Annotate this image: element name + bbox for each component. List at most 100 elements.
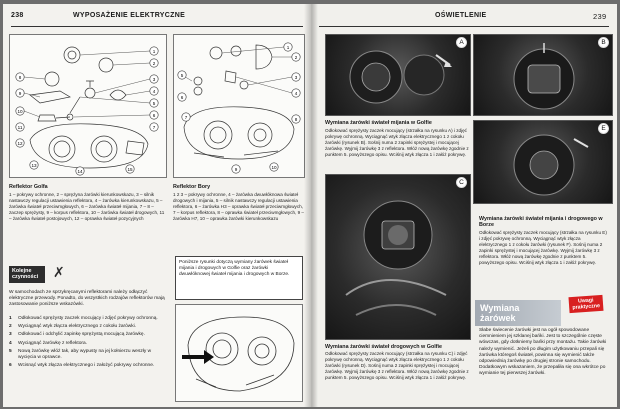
step-number: 6: [9, 363, 12, 369]
bora-reflector-caption-title: Reflektor Bory: [173, 184, 211, 190]
callout-circle: [15, 88, 25, 98]
callout-circle: [149, 98, 159, 108]
photo-b: B: [473, 34, 613, 116]
callout-number: 9: [19, 91, 22, 96]
photo-c: C: [325, 174, 471, 340]
callout-circle: [149, 122, 159, 132]
callout-number: 14: [77, 169, 83, 174]
photo-a-drawing: [349, 50, 452, 104]
steps-intro-text: W samochodach ze sprzykręcanymi reflekto…: [9, 290, 165, 308]
photo-c-drawing: [345, 200, 447, 316]
step-text: Odłokować sprężysty zaczek mocujący i zd…: [18, 316, 158, 321]
callout-number: 3: [295, 75, 298, 80]
golf-reflector-caption-title: Reflektor Golfa: [9, 184, 48, 190]
callout-number: 12: [17, 141, 23, 146]
callout-number: 4: [153, 89, 156, 94]
section-banner-wymiana-zarowek: Wymiana żarówek: [475, 300, 561, 326]
banner-line-1: Wymiana: [480, 303, 520, 313]
photo-label-c: C: [456, 177, 467, 188]
banner-line-2: żarówek: [480, 313, 516, 323]
step-item: 6 Wcisnąć wtyk złącza elektrycznego i zał…: [9, 363, 167, 369]
callout-circle: [291, 52, 301, 62]
golf-high-beam-caption-text: Odłokować sprężysty zaczek mocujący (str…: [325, 351, 469, 381]
callout-number: 6: [153, 113, 156, 118]
left-page-title: WYPOSAŻENIE ELEKTRYCZNE: [73, 12, 186, 19]
practical-notes-text: Słabe świecenie żarówki jest na ogół spo…: [479, 328, 607, 377]
callout-circle: [231, 164, 241, 174]
callout-number: 10: [271, 165, 277, 170]
tools-icon: ✗: [53, 264, 65, 280]
callout-circle: [177, 70, 187, 80]
callout-box: Poniższe rysunki dotyczą wymiany żarówek…: [175, 256, 303, 300]
callout-number: 4: [295, 91, 298, 96]
callout-number: 2: [153, 61, 156, 66]
left-page: 238 WYPOSAŻENIE ELEKTRYCZNE: [3, 4, 311, 407]
callout-number: 5: [153, 101, 156, 106]
step-item: 5 Nową żarówkę włóż tak, aby wypusty na j…: [9, 349, 167, 361]
callout-number: 8: [295, 117, 298, 122]
step-item: 1 Odłokować sprężysty zaczek mocujący i z…: [9, 316, 167, 322]
photo-label-e: E: [598, 123, 609, 134]
callout-circle: [269, 162, 279, 172]
photo-e: E: [473, 120, 613, 204]
callout-circle: [291, 72, 301, 82]
photo-label-a: A: [456, 37, 467, 48]
callout-number: 6: [181, 95, 184, 100]
golf-high-beam-caption-title: Wymiana żarówki świateł drogowych w Golf…: [325, 344, 443, 350]
bora-beam-caption-text: Odłokować sprężysty zaczek mocujący (str…: [479, 230, 607, 266]
step-item: 4 Wyciągnąć żarówkę z reflektora.: [9, 341, 167, 347]
callout-circle: [75, 166, 85, 176]
callout-number: 7: [185, 115, 188, 120]
photo-a: A: [325, 34, 471, 116]
callout-circle: [177, 92, 187, 102]
callout-number: 2: [295, 55, 298, 60]
callout-circle: [149, 74, 159, 84]
step-number: 4: [9, 340, 12, 346]
right-page-number: 239: [593, 12, 607, 21]
callout-circle: [15, 72, 25, 82]
callout-number: 13: [31, 163, 37, 168]
callout-circle: [149, 58, 159, 68]
arrow-icon: [182, 350, 214, 364]
step-text: Odłokować i odchylić zapinkę sprężystą m…: [18, 332, 145, 338]
step-text: Nową żarówkę włóż tak, aby wypusty na je…: [18, 348, 152, 361]
step-text: Wcisnąć wtyk złącza elektrycznego i zało…: [18, 363, 155, 369]
photo-e-drawing: [513, 134, 589, 196]
golf-reflector-caption-text: 1 – pokrywy ochronne, 2 – sprężyna żarów…: [9, 192, 165, 222]
right-header-rule: [319, 26, 609, 27]
book-gutter: [304, 4, 318, 407]
callout-number: 1: [153, 49, 156, 54]
golf-low-beam-caption-title: Wymiana żarówki świateł mijania w Golfie: [325, 120, 432, 126]
step-number: 5: [9, 348, 12, 354]
callout-circle: [15, 106, 25, 116]
callout-number: 9: [235, 167, 238, 172]
callout-circle: [283, 42, 293, 52]
photo-label-b: B: [598, 37, 609, 48]
callout-circle: [291, 114, 301, 124]
callout-circle: [15, 122, 25, 132]
callout-circle: [29, 160, 39, 170]
callout-number: 1: [287, 45, 290, 50]
step-text: Wyciągnąć żarówkę z reflektora.: [18, 340, 88, 346]
photo-b-drawing: [513, 43, 575, 110]
callout-number: 7: [153, 125, 156, 130]
uwagi-praktyczne-badge: Uwagi praktyczne: [568, 294, 604, 314]
step-text: Wyciągnąć wtyk złącza elektrycznego z co…: [18, 324, 137, 330]
left-page-number: 238: [11, 12, 24, 19]
reflector-back-figure: [175, 304, 303, 402]
callout-number: 3: [153, 77, 156, 82]
left-header-rule: [11, 26, 303, 27]
callout-number: 10: [17, 109, 23, 114]
callout-circle: [149, 86, 159, 96]
step-number: 1: [9, 316, 12, 321]
bora-beam-caption-title: Wymiana żarówki świateł mijania i drogow…: [479, 216, 603, 228]
callout-circle: [291, 88, 301, 98]
callout-number: 11: [18, 125, 23, 130]
